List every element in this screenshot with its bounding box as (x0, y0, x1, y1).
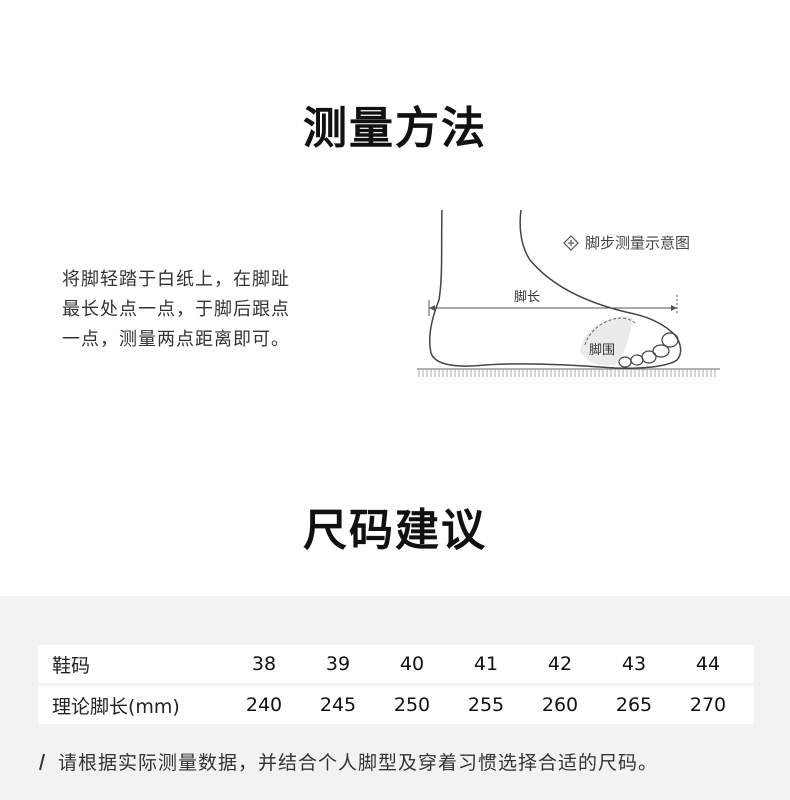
foot-length-cell: 245 (319, 694, 357, 716)
shoe-size-cell: 42 (547, 653, 573, 675)
shoe-size-values: 38 39 40 41 42 43 44 (211, 645, 754, 683)
foot-measurement-diagram (417, 209, 720, 377)
size-table-row: 鞋码 38 39 40 41 42 43 44 (38, 645, 754, 683)
shoe-size-header: 鞋码 (38, 645, 222, 683)
shoe-size-cell: 38 (251, 653, 277, 675)
diamond-plus-icon (563, 234, 579, 251)
shoe-size-cell: 40 (399, 653, 425, 675)
shoe-size-cell: 44 (695, 653, 721, 675)
foot-length-cell: 265 (615, 694, 653, 716)
foot-girth-label: 脚围 (589, 343, 616, 358)
foot-length-header: 理论脚长(mm) (38, 686, 222, 724)
size-recommendation-title: 尺码建议 (303, 505, 487, 556)
foot-length-cell: 260 (541, 694, 579, 716)
foot-length-cell: 240 (245, 694, 283, 716)
size-table-row: 理论脚长(mm) 240 245 250 255 260 265 270 (38, 686, 754, 724)
girth-area (580, 316, 633, 366)
ruler-ticks (418, 369, 716, 377)
shoe-size-cell: 39 (325, 653, 351, 675)
shoe-size-cell: 41 (473, 653, 499, 675)
instruction-line: 将脚轻踏于白纸上，在脚趾 (62, 269, 290, 290)
size-note-text: 请根据实际测量数据，并结合个人脚型及穿着习惯选择合适的尺码。 (58, 752, 659, 774)
diagram-caption: 脚步测量示意图 (563, 232, 690, 253)
instruction-line: 最长处点一点，于脚后跟点 (62, 299, 290, 320)
toes (618, 332, 679, 368)
measurement-method-title: 测量方法 (303, 103, 487, 154)
foot-length-values: 240 245 250 255 260 265 270 (211, 686, 754, 724)
foot-outline (428, 209, 682, 369)
shoe-size-cell: 43 (621, 653, 647, 675)
diagram-caption-text: 脚步测量示意图 (585, 234, 691, 252)
foot-length-cell: 255 (467, 694, 505, 716)
measurement-instructions: 将脚轻踏于白纸上，在脚趾 最长处点一点，于脚后跟点 一点，测量两点距离即可。 (62, 265, 362, 355)
foot-length-cell: 250 (393, 694, 431, 716)
size-note: 请根据实际测量数据，并结合个人脚型及穿着习惯选择合适的尺码。 (38, 748, 658, 775)
foot-length-label: 脚长 (514, 290, 541, 305)
foot-length-cell: 270 (689, 694, 727, 716)
slash-icon (39, 753, 45, 770)
instruction-line: 一点，测量两点距离即可。 (62, 329, 290, 350)
